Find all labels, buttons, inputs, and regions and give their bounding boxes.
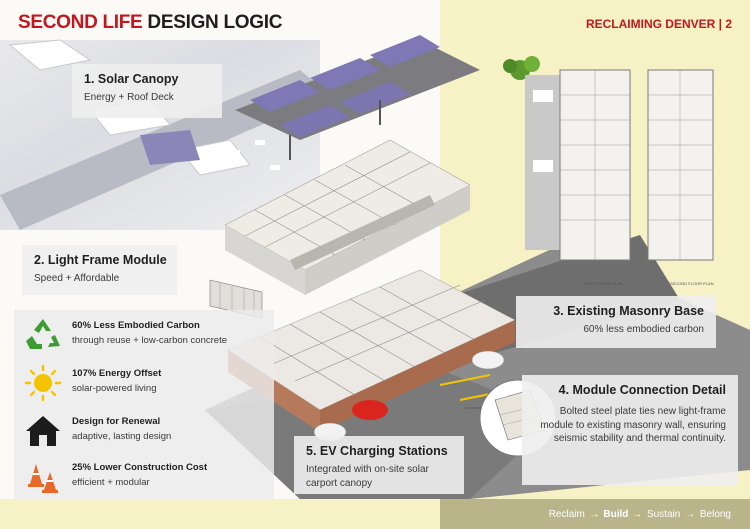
ev-charging-title: 5. EV Charging Stations [306, 444, 448, 458]
step-build: Build [603, 509, 629, 520]
masonry-base-label: 3. Existing Masonry Base 60% less embodi… [516, 296, 716, 348]
step-sustain: Sustain [646, 509, 681, 520]
light-frame-label: 2. Light Frame Module Speed + Affordable [22, 245, 177, 295]
connection-detail-title: 4. Module Connection Detail [558, 383, 726, 397]
sun-icon [24, 364, 62, 402]
solar-canopy-label: 1. Solar Canopy Energy + Roof Deck [72, 64, 222, 118]
light-frame-subtitle: Speed + Affordable [34, 273, 120, 284]
light-frame-title: 2. Light Frame Module [34, 253, 167, 267]
cones-icon [28, 464, 58, 493]
process-steps: Reclaim → Build → Sustain → Belong [548, 509, 732, 520]
ev-charging-label: 5. EV Charging Stations Integrated with … [294, 436, 464, 494]
solar-canopy-title: 1. Solar Canopy [84, 72, 179, 86]
stat-renewal-subtitle: adaptive, lasting design [72, 431, 172, 442]
stat-renewal-title: Design for Renewal [72, 416, 161, 427]
page-title: SECOND LIFE DESIGN LOGIC [18, 12, 282, 34]
house-icon [26, 416, 60, 446]
stat-energy-title: 107% Energy Offset [72, 368, 162, 379]
stats-panel: 60% Less Embodied Carbon through reuse +… [14, 310, 274, 499]
ev-charging-subtitle: Integrated with on-site solar carport ca… [306, 464, 429, 489]
masonry-base-subtitle: 60% less embodied carbon [583, 324, 704, 335]
recycle-icon [26, 319, 60, 349]
solar-canopy [235, 35, 480, 160]
connection-detail-subtitle: Bolted steel plate ties new light-frame … [540, 406, 726, 444]
stat-cost-subtitle: efficient + modular [72, 477, 150, 488]
light-frame-module [224, 139, 471, 295]
stat-energy-subtitle: solar-powered living [72, 383, 157, 394]
step-reclaim: Reclaim [548, 509, 585, 520]
stat-item-renewal: Design for Renewal adaptive, lasting des… [14, 408, 274, 454]
solar-canopy-subtitle: Energy + Roof Deck [84, 92, 174, 103]
stat-item-carbon: 60% Less Embodied Carbon through reuse +… [14, 312, 274, 358]
parked-cars [313, 350, 505, 442]
first-floor-plan-label: FIRST FLOOR PLAN [585, 281, 623, 286]
step-arrow: → [632, 509, 643, 520]
stat-cost-title: 25% Lower Construction Cost [72, 462, 208, 473]
step-arrow: → [589, 509, 600, 520]
stat-carbon-title: 60% Less Embodied Carbon [72, 320, 200, 331]
connection-detail-label: 4. Module Connection Detail Bolted steel… [522, 375, 738, 485]
step-arrow: → [685, 509, 696, 520]
floor-plans: FIRST FLOOR PLAN SECOND FLOOR PLAN [525, 69, 714, 286]
stat-carbon-subtitle: through reuse + low-carbon concrete [72, 335, 227, 346]
title-dark-part: DESIGN LOGIC [147, 12, 283, 33]
masonry-base-title: 3. Existing Masonry Base [553, 304, 704, 318]
title-red-part: SECOND LIFE [18, 12, 143, 33]
stat-item-energy: 107% Energy Offset solar-powered living [14, 360, 274, 406]
brand-tag: RECLAIMING DENVER | 2 [585, 17, 732, 31]
second-floor-plan-label: SECOND FLOOR PLAN [670, 281, 714, 286]
bottom-bar-dark [440, 499, 750, 529]
step-belong: Belong [699, 509, 731, 520]
stat-item-cost: 25% Lower Construction Cost efficient + … [14, 454, 274, 500]
